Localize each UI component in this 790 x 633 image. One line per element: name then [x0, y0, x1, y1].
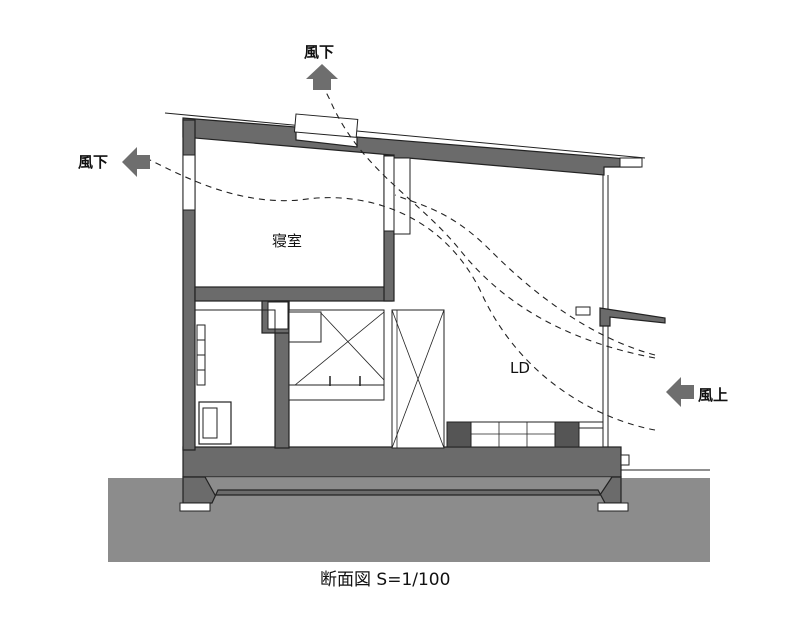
arrow-left-icon	[122, 147, 150, 177]
floor-slab	[182, 446, 622, 478]
bench-end-right	[554, 421, 580, 448]
canopy	[599, 307, 666, 327]
wind-down-left-label: 風下	[78, 153, 108, 171]
wind-up-right-label: 風上	[698, 386, 728, 404]
cabinet-cross	[391, 309, 445, 449]
high-window-frame	[393, 157, 411, 235]
bench-right-box	[578, 427, 604, 448]
counter	[288, 384, 385, 401]
arrow-up-icon	[306, 64, 338, 90]
living-dining-label: LD	[510, 359, 530, 377]
roof-edge-line	[164, 112, 646, 159]
eave-fascia	[619, 157, 643, 168]
bedroom-label: 寝室	[272, 232, 302, 250]
wind-down-top-label: 風下	[304, 43, 334, 61]
bench-end-left	[446, 421, 472, 448]
storage-box	[288, 311, 322, 343]
airflow-line	[394, 194, 656, 356]
roof	[182, 117, 641, 176]
footing-left	[179, 502, 211, 512]
arrow-left-icon	[666, 377, 694, 407]
roof-vent	[293, 113, 359, 138]
airflow-line	[324, 89, 656, 359]
airflow-line	[149, 159, 656, 431]
drawing-caption: 断面図 S=1/100	[320, 570, 450, 590]
step	[620, 454, 630, 466]
left-window	[182, 154, 196, 211]
faucet	[202, 407, 218, 439]
upper-floor-slab	[194, 286, 393, 302]
storage-cross	[288, 311, 385, 391]
high-window	[383, 155, 395, 232]
lower-left-room-wall	[194, 309, 276, 448]
storage-cross	[319, 311, 385, 381]
duct-box	[267, 301, 289, 330]
canopy-bracket	[575, 306, 591, 316]
footing-right	[597, 502, 629, 512]
